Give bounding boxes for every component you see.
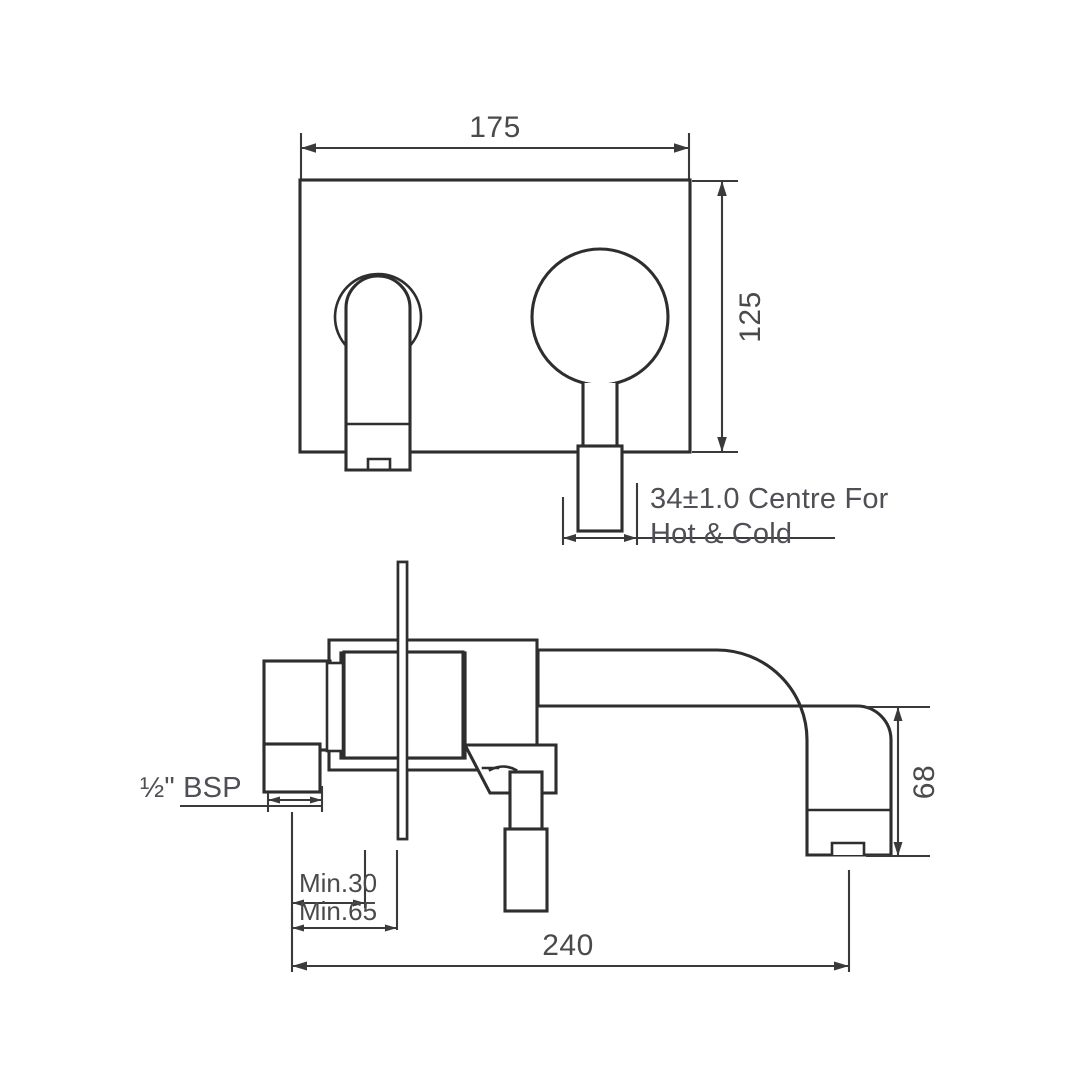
label-min-depth-30: Min.30 [299, 868, 377, 898]
side-inlet-block-lower [262, 742, 322, 794]
front-spout-aerator-notch [366, 457, 392, 472]
dimension-spout-projection: 240 [290, 870, 851, 972]
front-view-group: 175 125 [298, 111, 889, 550]
dimension-min-depths: Min.30 Min.65 [290, 812, 399, 932]
front-lever-stem-upper [581, 381, 619, 448]
arrowhead-left-icon-65 [292, 924, 304, 932]
dimension-plate-height: 125 [692, 179, 767, 454]
annotation-inlet-thread: ½" BSP [140, 772, 324, 812]
arrowhead-top-icon [717, 181, 727, 196]
wall-section-line-overlay [396, 560, 409, 841]
arrowhead-bottom-icon [893, 842, 903, 856]
arrowhead-right-icon [834, 961, 849, 971]
arrowhead-right-icon-30 [353, 899, 365, 907]
arrowhead-right-icon-65 [385, 924, 397, 932]
side-view-group: ½" BSP Min.30 Min.65 [140, 560, 941, 972]
front-lever-handle-disc [530, 247, 670, 387]
arrowhead-left-icon [301, 143, 316, 153]
note-centre-line-2: Hot & Cold [650, 518, 792, 550]
dimension-label-spout-height: 68 [908, 765, 941, 799]
arrowhead-bottom-icon [717, 437, 727, 452]
front-spout-body [344, 274, 412, 472]
side-spout-aerator-notch [830, 841, 866, 857]
dimension-spout-height: 68 [866, 705, 941, 858]
dimension-handle-centre [561, 483, 835, 545]
dimension-label-spout-projection: 240 [542, 929, 594, 962]
arrowhead-left-icon-30 [292, 899, 304, 907]
dimension-label-plate-width: 175 [469, 111, 521, 144]
label-inlet-thread: ½" BSP [140, 772, 242, 804]
note-centre-line-1: 34±1.0 Centre For [650, 483, 889, 515]
arrowhead-right-icon [310, 796, 322, 804]
side-inlet-block-upper [262, 659, 332, 752]
label-min-depth-65: Min.65 [299, 896, 377, 926]
arrowhead-top-icon [893, 707, 903, 721]
arrowhead-right-icon [674, 143, 689, 153]
dimension-plate-width: 175 [299, 111, 691, 182]
arrowhead-left-icon [292, 961, 307, 971]
side-spout-arm [536, 648, 893, 857]
dimension-label-plate-height: 125 [734, 291, 767, 343]
front-lever-stem-lower [576, 444, 624, 533]
arrowhead-left-icon [563, 534, 576, 542]
arrowhead-left-icon [268, 796, 280, 804]
side-handle-grip [503, 827, 549, 913]
arrowhead-right-icon [624, 534, 637, 542]
side-inlet-flange [325, 661, 345, 753]
